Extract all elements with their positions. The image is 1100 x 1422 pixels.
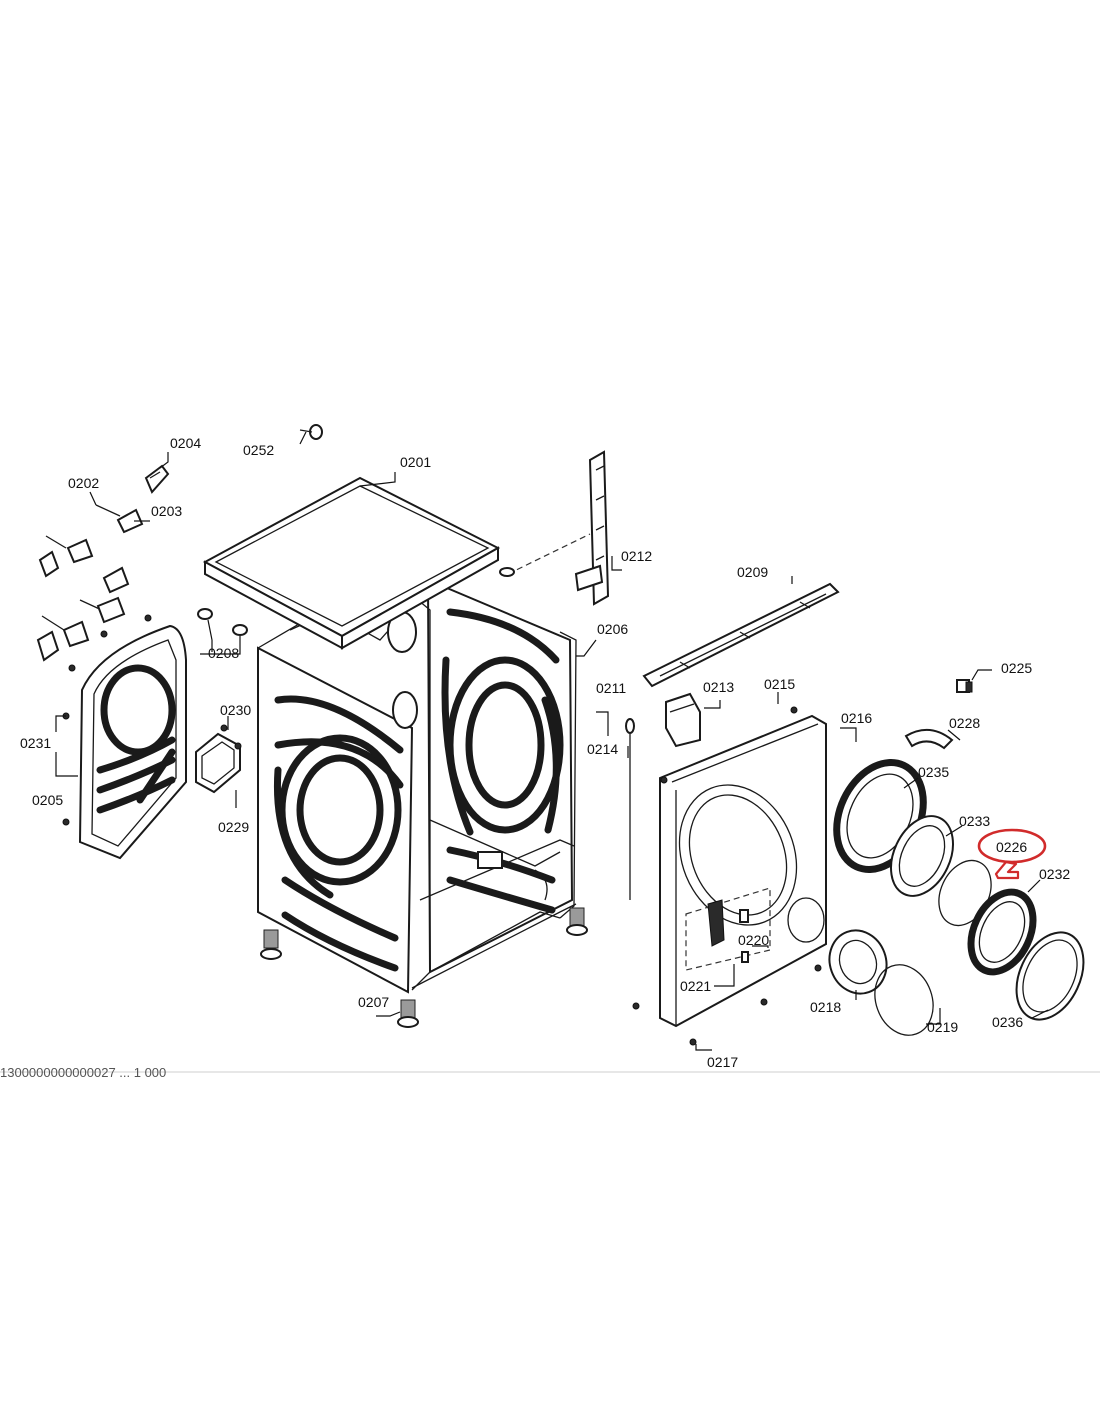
label-0215: 0215 <box>764 676 795 692</box>
label-0226: 0226 <box>996 839 1027 855</box>
leader-lines <box>55 431 1049 1051</box>
label-0228: 0228 <box>949 715 980 731</box>
module-0213 <box>665 692 701 748</box>
front-panel <box>659 714 827 1028</box>
label-0207: 0207 <box>358 994 389 1010</box>
label-0225: 0225 <box>1001 660 1032 676</box>
rear-panel <box>78 624 187 860</box>
label-0214: 0214 <box>587 741 618 757</box>
label-0206: 0206 <box>597 621 628 637</box>
screw-0252 <box>299 424 323 440</box>
hinge-0218 <box>828 929 888 995</box>
label-0208: 0208 <box>208 645 239 661</box>
rail-0212 <box>574 450 610 606</box>
label-0221: 0221 <box>680 978 711 994</box>
label-0201: 0201 <box>400 454 431 470</box>
label-0205: 0205 <box>32 792 63 808</box>
door-ring-0236 <box>1015 931 1085 1021</box>
label-0230: 0230 <box>220 702 251 718</box>
label-0211: 0211 <box>596 680 626 696</box>
label-0219: 0219 <box>927 1019 958 1035</box>
label-0213: 0213 <box>703 679 734 695</box>
label-0209: 0209 <box>737 564 768 580</box>
label-0252: 0252 <box>243 442 274 458</box>
highlight-0226: 0226 <box>977 828 1047 880</box>
label-0212: 0212 <box>621 548 652 564</box>
label-0203: 0203 <box>151 503 182 519</box>
label-0204: 0204 <box>170 435 201 451</box>
part-0225 <box>956 679 973 693</box>
label-0235: 0235 <box>918 764 949 780</box>
label-0220: 0220 <box>738 932 769 948</box>
top-cover <box>202 476 501 650</box>
door-glass-0233 <box>890 815 954 897</box>
highlight-arrow <box>994 860 1020 880</box>
label-0233: 0233 <box>959 813 990 829</box>
part-0228 <box>904 729 954 750</box>
door-ring-0232 <box>967 888 1037 976</box>
hinge-parts-top <box>36 464 170 672</box>
rail-0209 <box>642 582 840 688</box>
label-0231: 0231 <box>20 735 51 751</box>
part-labels: 0201 0202 0203 0204 0205 0206 0207 0208 … <box>20 435 1070 1070</box>
cabinet-body <box>257 578 588 1028</box>
side-panel-pattern <box>273 695 404 972</box>
label-0218: 0218 <box>810 999 841 1015</box>
label-0229: 0229 <box>218 819 249 835</box>
label-0202: 0202 <box>68 475 99 491</box>
rod-0214 <box>625 718 635 900</box>
cabinet-feet <box>260 907 588 1028</box>
bushings-0208 <box>197 608 248 636</box>
footer-fragment: 1300000000000027 ... 1 000 <box>0 1065 166 1080</box>
highlight-circle <box>977 828 1047 864</box>
label-0217: 0217 <box>707 1054 738 1070</box>
label-0232: 0232 <box>1039 866 1070 882</box>
label-0216: 0216 <box>841 710 872 726</box>
label-0236: 0236 <box>992 1014 1023 1030</box>
bracket-0229 <box>195 724 242 794</box>
wire-ring-0219 <box>874 964 934 1036</box>
